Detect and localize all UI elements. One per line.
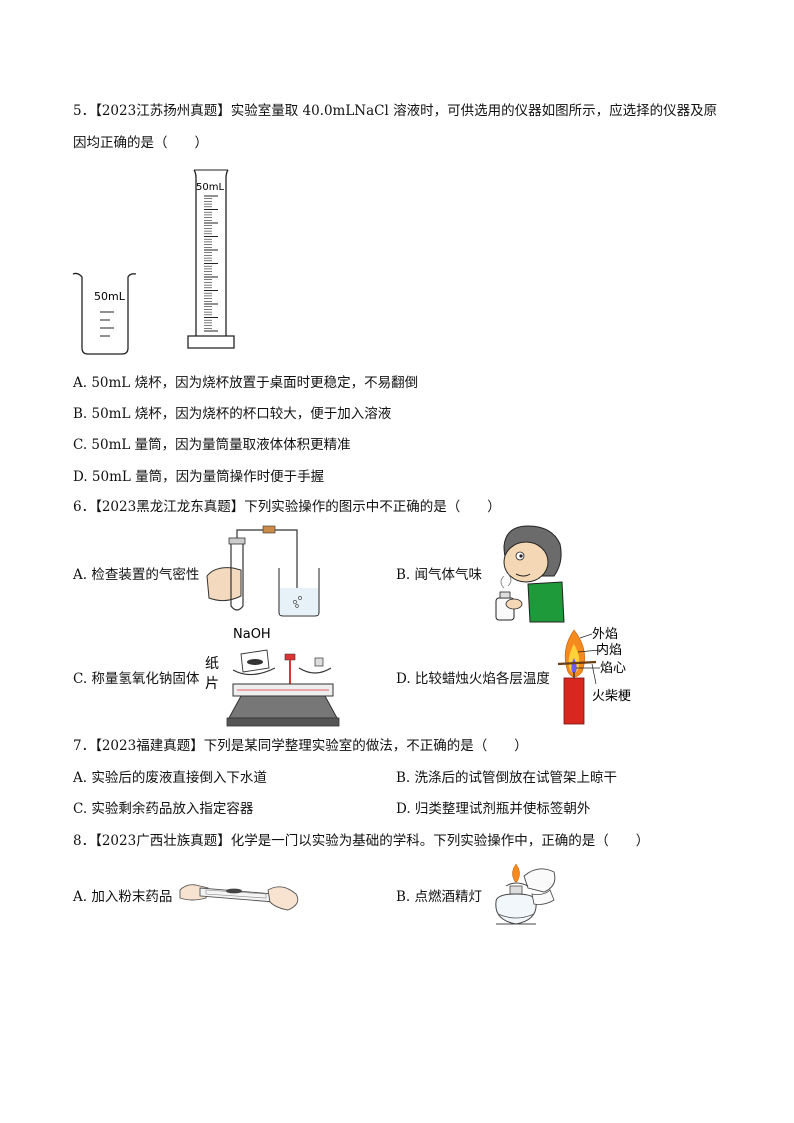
q5-stem-line1: 5．【2023江苏扬州真题】实验室量取 40.0mLNaCl 溶液时，可供选用的…: [73, 103, 718, 119]
match-stick-label: 火柴梗: [592, 689, 631, 704]
beaker-illustration: 50mL: [72, 272, 137, 355]
beaker-label: 50mL: [94, 290, 126, 303]
q7-option-b: B. 洗涤后的试管倒放在试管架上晾干: [396, 770, 618, 786]
paper-label-1: 纸: [205, 656, 219, 672]
paper-label-2: 片: [205, 676, 219, 692]
q6-option-a: A. 检查装置的气密性: [73, 567, 200, 583]
airtightness-illustration: [206, 525, 320, 617]
q7-stem: 7．【2023福建真题】下列是某同学整理实验室的做法，不正确的是（ ）: [73, 738, 528, 754]
q7-option-a: A. 实验后的废液直接倒入下水道: [73, 770, 267, 786]
candle-illustration: 外焰 内焰 焰心 火柴梗: [557, 627, 631, 725]
q5-option-d: D. 50mL 量筒，因为量筒操作时便于手握: [73, 469, 325, 485]
q5-option-c: C. 50mL 量筒，因为量筒量取液体体积更精准: [73, 437, 351, 453]
cylinder-label: 50mL: [196, 182, 224, 193]
alcohol-lamp-illustration: [495, 863, 556, 925]
q6-stem: 6．【2023黑龙江龙东真题】下列实验操作的图示中不正确的是（ ）: [73, 499, 501, 515]
balance-illustration: NaOH 纸 片: [205, 627, 340, 727]
q5-stem-line2: 因均正确的是（ ）: [73, 135, 208, 151]
powder-tube-illustration: [179, 884, 299, 911]
q8-option-b: B. 点燃酒精灯: [396, 889, 483, 905]
q5-option-b: B. 50mL 烧杯，因为烧杯的杯口较大，便于加入溶液: [73, 406, 392, 422]
naoh-label: NaOH: [233, 627, 271, 642]
q6-option-b: B. 闻气体气味: [396, 567, 483, 583]
q5-option-a: A. 50mL 烧杯，因为烧杯放置于桌面时更稳定，不易翻倒: [73, 375, 419, 391]
q7-option-d: D. 归类整理试剂瓶并使标签朝外: [396, 801, 591, 817]
smell-gas-illustration: [495, 525, 565, 623]
q8-stem: 8．【2023广西壮族真题】化学是一门以实验为基础的学科。下列实验操作中，正确的…: [73, 833, 650, 849]
flame-outer-label: 外焰: [592, 627, 618, 642]
q6-option-d: D. 比较蜡烛火焰各层温度: [396, 671, 550, 687]
flame-inner-label: 内焰: [596, 642, 622, 658]
flame-core-label: 焰心: [600, 661, 626, 676]
q8-option-a: A. 加入粉末药品: [73, 889, 173, 905]
cylinder-scale: [204, 195, 218, 332]
cylinder-illustration: 50mL: [187, 169, 235, 349]
q7-option-c: C. 实验剩余药品放入指定容器: [73, 801, 254, 817]
q6-option-c: C. 称量氢氧化钠固体: [73, 671, 200, 687]
